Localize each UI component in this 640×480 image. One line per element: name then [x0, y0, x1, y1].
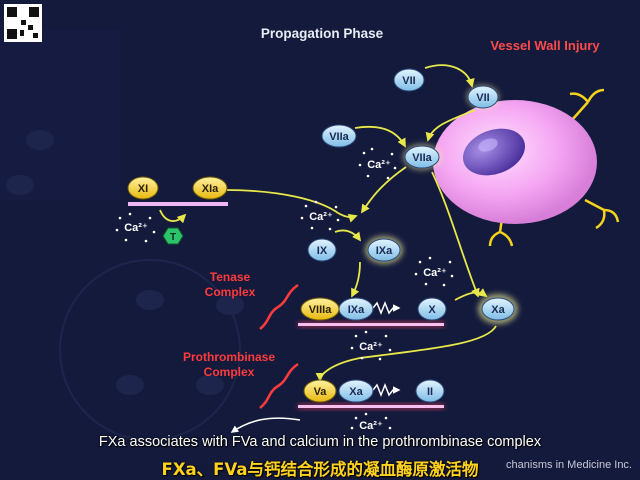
calcium-label: Ca²⁺ — [359, 341, 383, 353]
subtitle-english: FXa associates with FVa and calcium in t… — [98, 434, 542, 450]
factor-label: II — [427, 386, 433, 398]
vessel-wall-injury-label: Vessel Wall Injury — [490, 38, 600, 53]
factor-label: VIIa — [412, 152, 432, 164]
background-ghost-layer — [0, 30, 244, 441]
diagram-title: Propagation Phase — [261, 26, 384, 41]
factor-label: XI — [138, 183, 148, 195]
factor-ixa: IXa — [365, 236, 403, 264]
factor-label: IXa — [348, 304, 365, 316]
factor-label: Xa — [349, 386, 363, 398]
factor-label: XIa — [202, 183, 219, 195]
factor-viia-center: VIIa — [403, 144, 441, 170]
factor-label: IX — [317, 245, 328, 257]
activation-zigzags — [230, 300, 401, 433]
factor-ii: II — [415, 379, 445, 403]
factor-label: Va — [314, 386, 328, 398]
calcium-label: Ca²⁺ — [423, 267, 447, 279]
membranes — [128, 202, 444, 409]
factor-label: T — [170, 232, 176, 243]
tenase-label-line2: Complex — [205, 285, 256, 299]
calcium-label: Ca²⁺ — [124, 222, 148, 234]
factor-xa: Xa — [478, 294, 518, 324]
factor-ixa-complex: IXa — [338, 297, 374, 321]
calcium-cluster-center: Ca²⁺ — [358, 147, 397, 180]
factor-viiia: VIIIa — [300, 297, 340, 321]
calcium-cluster-tenase: Ca²⁺ — [350, 330, 392, 361]
tenase-label-line1: Tenase — [210, 270, 251, 284]
factor-ix: IX — [307, 238, 337, 262]
subtitle-chinese: FXa、FVa与钙结合形成的凝血酶原激活物 — [161, 460, 479, 479]
complex-brackets — [259, 283, 299, 409]
factor-viia-left: VIIa — [321, 124, 357, 148]
factor-xia: XIa — [192, 176, 228, 200]
calcium-label: Ca²⁺ — [367, 159, 391, 171]
credit-text: chanisms in Medicine Inc. — [506, 459, 632, 471]
prothrombinase-label-line1: Prothrombinase — [183, 350, 275, 364]
factor-vii-cell: VII — [467, 85, 499, 109]
factor-label: X — [428, 304, 436, 316]
arrows — [159, 64, 497, 382]
calcium-label: Ca²⁺ — [309, 211, 333, 223]
calcium-label: Ca²⁺ — [359, 420, 383, 432]
factor-label: IXa — [376, 245, 393, 257]
factor-label: VII — [402, 75, 415, 87]
prothrombinase-label-line2: Complex — [204, 365, 255, 379]
factor-x: X — [417, 297, 447, 321]
thrombin-hexagon: T — [162, 227, 184, 245]
factor-xi: XI — [127, 176, 159, 200]
endothelial-cell — [433, 88, 620, 247]
factor-vii-top: VII — [393, 68, 425, 92]
factor-label: VII — [476, 92, 489, 104]
calcium-cluster-prothrombinase: Ca²⁺ — [350, 412, 392, 432]
calcium-cluster-ix: Ca²⁺ — [300, 200, 340, 231]
calcium-cluster-x: Ca²⁺ — [414, 256, 454, 287]
factor-label: Xa — [491, 304, 505, 316]
qr-code — [4, 4, 42, 42]
calcium-cluster-xi: Ca²⁺ — [115, 212, 156, 243]
factor-label: VIIIa — [309, 304, 333, 316]
calcium-clusters: Ca²⁺ Ca²⁺ Ca²⁺ Ca²⁺ Ca²⁺ Ca²⁺ — [115, 147, 454, 432]
factor-va: Va — [303, 379, 337, 403]
factor-label: VIIa — [329, 131, 349, 143]
factor-xa-complex: Xa — [338, 379, 374, 403]
